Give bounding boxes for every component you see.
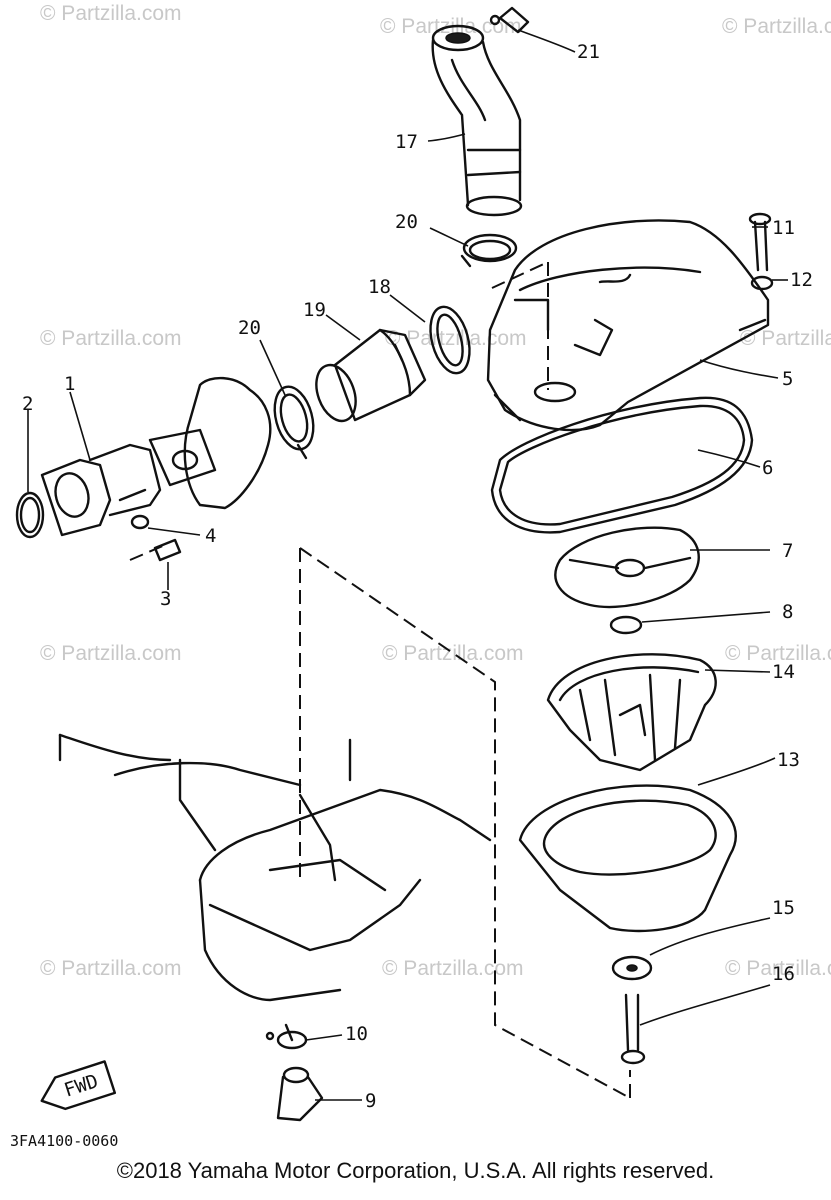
part-2-o-ring — [15, 491, 45, 539]
part-5-air-filter-case — [486, 219, 770, 432]
part-18-clamp — [429, 305, 471, 375]
carburetor-outline — [148, 376, 272, 510]
chassis-frame-outline — [58, 733, 492, 1002]
part-7-element-holder — [554, 526, 700, 609]
watermark: © Partzilla.com — [725, 642, 831, 665]
callout-14: 14 — [772, 661, 795, 683]
callout-6: 6 — [762, 457, 773, 479]
part-20-hose-clamp-lower — [273, 385, 315, 460]
watermarks: © Partzilla.com © Partzilla.com © Partzi… — [40, 2, 831, 980]
part-6-gasket — [490, 396, 754, 534]
callout-18: 18 — [368, 276, 391, 298]
part-12-washer — [750, 275, 774, 291]
part-19-joint — [315, 328, 427, 423]
callout-15: 15 — [772, 897, 795, 919]
leader-lines — [27, 29, 788, 1101]
part-20-hose-clamp-upper — [460, 233, 518, 268]
callout-numbers: 21 17 20 11 12 5 6 7 8 14 13 15 16 18 19… — [22, 41, 813, 1112]
callout-7: 7 — [782, 540, 793, 562]
part-16-bolt — [620, 993, 646, 1065]
exploded-parts-diagram: © Partzilla.com © Partzilla.com © Partzi… — [10, 2, 831, 1150]
part-9-drain-plug — [276, 1066, 324, 1122]
watermark: © Partzilla.com — [725, 957, 831, 980]
fwd-label: FWD — [61, 1070, 100, 1102]
watermark: © Partzilla.com — [385, 327, 527, 350]
callout-8: 8 — [782, 601, 793, 623]
figure-code: 3FA4100-0060 — [10, 1132, 118, 1150]
callout-17: 17 — [395, 131, 418, 153]
callout-3: 3 — [160, 588, 171, 610]
callout-21: 21 — [577, 41, 600, 63]
part-15-washer — [611, 955, 653, 981]
callout-19: 19 — [303, 299, 326, 321]
watermark: © Partzilla.com — [722, 15, 831, 38]
callout-10: 10 — [345, 1023, 368, 1045]
callout-20-lower: 20 — [238, 317, 261, 339]
watermark: © Partzilla.com — [40, 957, 182, 980]
assembly-lines — [129, 261, 631, 1099]
part-3-screw — [153, 538, 182, 562]
callout-2: 2 — [22, 393, 33, 415]
callout-9: 9 — [365, 1090, 376, 1112]
callout-16: 16 — [772, 963, 795, 985]
callout-12: 12 — [790, 269, 813, 291]
part-11-bolt — [748, 212, 772, 272]
watermark: © Partzilla.com — [382, 642, 524, 665]
callout-4: 4 — [205, 525, 216, 547]
copyright-notice: ©2018 Yamaha Motor Corporation, U.S.A. A… — [116, 1158, 715, 1183]
part-13-air-filter-element — [518, 784, 737, 933]
callout-11: 11 — [772, 217, 795, 239]
callout-13: 13 — [777, 749, 800, 771]
watermark: © Partzilla.com — [40, 2, 182, 25]
fwd-arrow: FWD — [40, 1060, 117, 1111]
part-10-clip — [265, 1023, 308, 1050]
part-17-intake-duct — [431, 24, 523, 217]
part-21-elbow-fitting — [489, 6, 530, 34]
callout-20-upper: 20 — [395, 211, 418, 233]
callout-1: 1 — [64, 373, 75, 395]
part-14-element-cage — [546, 653, 717, 772]
part-4-nut — [130, 514, 150, 530]
watermark: © Partzilla.com — [740, 327, 831, 350]
watermark: © Partzilla.com — [382, 957, 524, 980]
part-8-seal — [609, 615, 643, 635]
watermark: © Partzilla.com — [40, 642, 182, 665]
callout-5: 5 — [782, 368, 793, 390]
part-1-intake-joint — [40, 443, 162, 537]
watermark: © Partzilla.com — [40, 327, 182, 350]
